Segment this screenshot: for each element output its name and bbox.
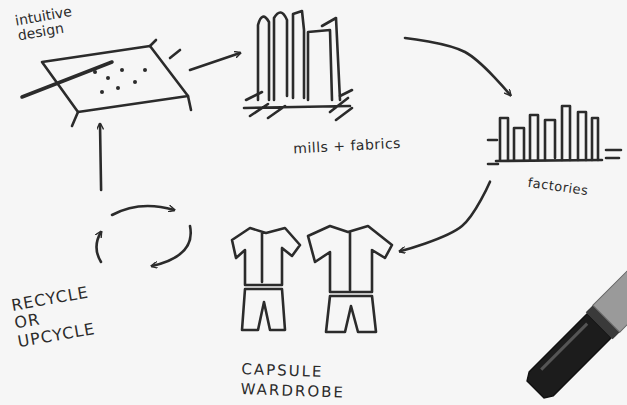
trousers <box>326 296 376 332</box>
handwritten-label: mills + fabrics <box>241 135 402 160</box>
handwritten-label: CAPSULE WARDROBE <box>240 360 353 403</box>
factory-ground <box>488 140 621 164</box>
fabric-bolts-sketch <box>244 11 352 120</box>
trousers <box>242 289 285 330</box>
flow-arrow <box>405 38 510 95</box>
cycle-arrow <box>97 232 102 262</box>
fabric-bolt <box>293 11 304 98</box>
sketch-node: RECYCLE OR UPCYCLE <box>8 190 198 345</box>
sketch-node: factories <box>490 95 625 197</box>
clothes-sketch <box>232 226 392 332</box>
handwritten-label: intuitive design <box>14 0 106 44</box>
sketch-node: mills + fabrics <box>240 8 405 158</box>
pen-cap <box>524 314 612 402</box>
factory-sketch <box>488 106 621 164</box>
flow-arrow <box>190 53 240 70</box>
sketch-node: intuitive design <box>10 4 190 124</box>
fabric-bolt <box>308 30 332 100</box>
flow-arrow <box>100 124 101 190</box>
handwritten-label: factories <box>502 172 613 203</box>
factory-towers <box>500 106 598 160</box>
sketch-node: CAPSULE WARDROBE <box>215 218 400 403</box>
board-dots <box>93 68 147 94</box>
pencil-stroke <box>22 62 112 97</box>
handwritten-label: RECYCLE OR UPCYCLE <box>10 280 118 352</box>
fabric-base-hatch <box>244 90 352 120</box>
fabric-bolt <box>322 18 340 100</box>
pen-body <box>593 228 627 333</box>
cycle-arrow <box>152 226 191 266</box>
drawing-board-sketch <box>22 40 191 126</box>
cycle-arrow <box>112 206 174 215</box>
fabric-bolt <box>258 17 269 100</box>
marker-pen <box>522 228 627 403</box>
jacket <box>308 226 392 292</box>
cycle-arrows <box>97 206 191 266</box>
flow-arrow <box>400 182 490 252</box>
board-legs <box>72 40 191 126</box>
shirt <box>232 228 300 285</box>
pen-highlight <box>541 324 587 370</box>
fabric-bolt <box>274 12 287 100</box>
